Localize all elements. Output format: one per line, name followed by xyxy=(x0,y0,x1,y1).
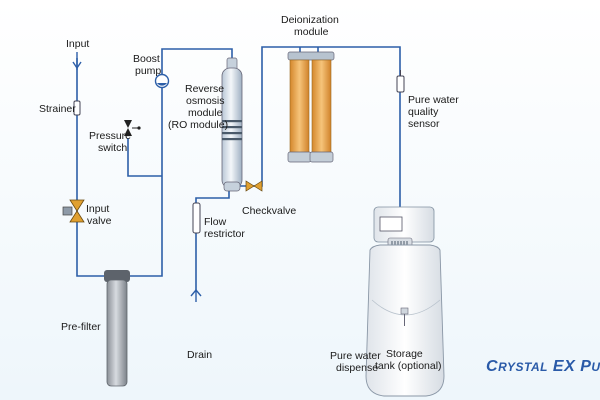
pre-filter xyxy=(104,270,130,387)
labels: Input Strainer Boost pump Pressure switc… xyxy=(39,14,459,374)
label-pressure-switch-line1: Pressure xyxy=(89,130,131,142)
input-valve xyxy=(62,199,85,223)
ro-module xyxy=(221,57,243,192)
brand-logo: CRYSTAL EX PURE xyxy=(486,358,600,375)
label-flow-restrictor-line2: restrictor xyxy=(204,228,245,240)
drain-outlet xyxy=(190,288,202,302)
storage-tank xyxy=(365,206,445,397)
label-ro-line4: (RO module) xyxy=(168,119,228,131)
label-storage-tank-line1: Storage xyxy=(386,348,423,360)
label-input-valve-line2: valve xyxy=(87,215,112,227)
label-input: Input xyxy=(66,38,89,50)
boost-pump xyxy=(154,73,170,89)
label-sensor-line1: Pure water xyxy=(408,94,459,106)
flow-restrictor xyxy=(192,202,201,234)
label-pre-filter: Pre-filter xyxy=(61,321,101,333)
label-flow-restrictor-line1: Flow xyxy=(204,216,227,228)
label-ro-line3: module xyxy=(188,107,223,119)
label-boost-pump-line2: pump xyxy=(135,65,161,77)
label-storage-tank-line2: tank (optional) xyxy=(375,360,442,372)
label-dispense-line1: Pure water xyxy=(330,350,381,362)
strainer xyxy=(73,100,81,116)
checkvalve xyxy=(245,180,263,192)
label-ro-line1: Reverse xyxy=(185,83,224,95)
label-strainer: Strainer xyxy=(39,103,76,115)
label-boost-pump-line1: Boost xyxy=(133,53,160,65)
input-arrow xyxy=(72,52,82,70)
label-sensor-line3: sensor xyxy=(408,118,440,130)
label-checkvalve: Checkvalve xyxy=(242,205,296,217)
label-drain: Drain xyxy=(187,349,212,361)
pure-water-quality-sensor xyxy=(396,70,405,93)
label-pressure-switch-line2: switch xyxy=(98,142,127,154)
label-deionization-line1: Deionization xyxy=(281,14,339,26)
deionization-module xyxy=(287,51,335,163)
label-ro-line2: osmosis xyxy=(186,95,225,107)
label-deionization-line2: module xyxy=(294,26,329,38)
label-sensor-line2: quality xyxy=(408,106,439,118)
label-input-valve-line1: Input xyxy=(86,203,109,215)
label-dispense-line2: dispense xyxy=(336,362,378,374)
pressure-switch xyxy=(124,120,141,136)
